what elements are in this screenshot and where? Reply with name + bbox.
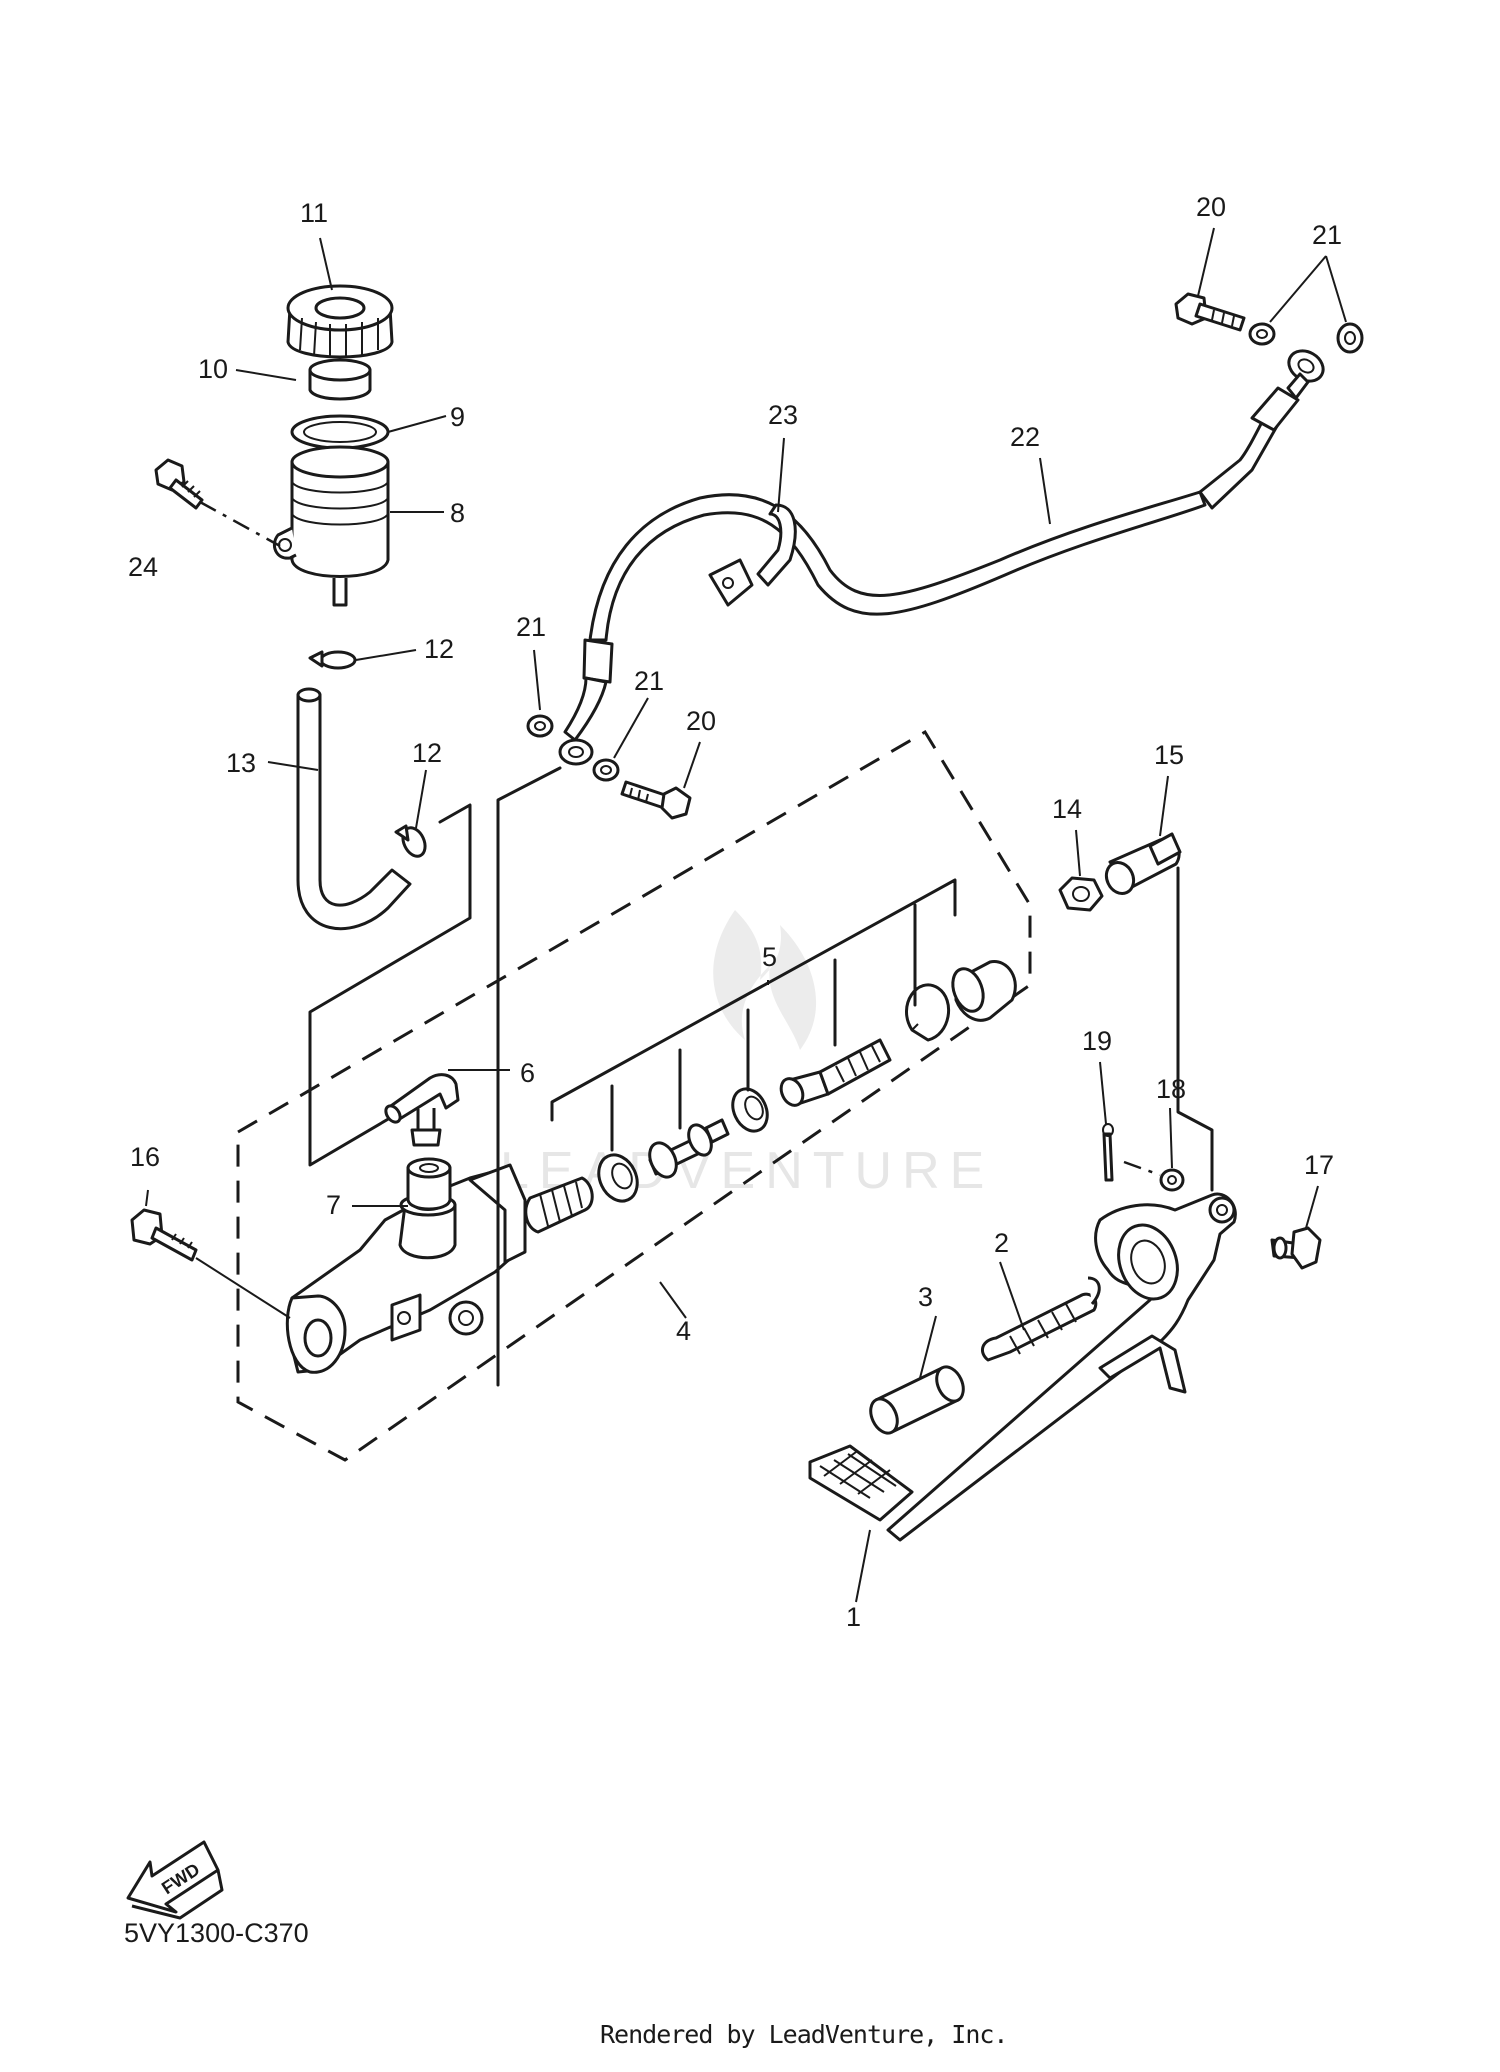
bolt-16 [130,1208,198,1262]
callout-21-mid: 21 [634,666,664,696]
hose-clamp-lower [394,824,427,858]
leader-bolt-16 [195,1257,291,1319]
callout-21-right: 21 [1312,220,1342,250]
callout-16-label: 16 [130,1142,160,1172]
nut-14 [1058,876,1104,912]
callout-20-upper: 20 [1196,192,1226,222]
circlip [905,983,950,1042]
callout-20-lower: 20 [686,706,716,736]
hose-fitting-6 [384,1073,460,1147]
piston [648,1118,730,1179]
leader-bolt-24 [199,500,281,548]
push-rod [779,1038,892,1107]
callout-23: 23 [768,400,798,430]
callout-2: 2 [994,1228,1009,1258]
callout-numbers: 11 10 9 8 24 12 12 13 21 21 20 23 22 20 … [128,192,1342,1632]
leader-banjo-to-cylinder [496,766,562,1387]
callout-24: 24 [128,552,158,582]
brake-hose [558,349,1325,766]
callout-18: 18 [1156,1074,1186,1104]
fwd-arrow-icon: FWD [126,1840,224,1920]
callout-9: 9 [450,402,465,432]
callout-1: 1 [846,1602,861,1632]
reservoir-cap [286,284,394,359]
bolt-17 [1270,1226,1322,1270]
bolt-24 [154,458,204,510]
callout-7: 7 [326,1190,341,1220]
rendered-by-credit: Rendered by LeadVenture, Inc. [600,2020,1008,2049]
banjo-bolt-20-upper [1174,292,1246,332]
callout-12-upper: 12 [424,634,454,664]
kit-bracket-5 [550,878,957,1152]
primary-cup [597,1153,639,1203]
hose-clamp-upper [308,650,357,670]
callout-10: 10 [198,354,228,384]
leader-washer-18 [1123,1160,1161,1177]
callout-15: 15 [1154,740,1184,770]
master-cylinder-body [285,1163,527,1374]
hose-guide-23 [708,503,797,607]
secondary-cup [731,1087,769,1133]
callout-leaders [145,227,1347,1603]
callout-19: 19 [1082,1026,1112,1056]
boot [951,960,1017,1022]
reservoir-diaphragm [308,358,372,401]
spring-2 [980,1276,1101,1362]
assembly-outline [236,729,1032,1462]
collar-3 [869,1365,965,1435]
washer-18 [1159,1168,1185,1192]
washer-21-right-b [1336,322,1364,354]
cotter-pin-19 [1102,1123,1114,1182]
reservoir-hose [296,687,412,931]
callout-5: 5 [762,942,777,972]
reservoir-seal [290,414,390,450]
washer-21-mid [592,758,620,782]
banjo-bolt-20-lower [620,780,692,820]
callout-14: 14 [1052,794,1082,824]
leader-hose-to-cylinder [308,803,472,1167]
washer-21-right-a [1248,322,1276,346]
callout-17: 17 [1304,1150,1334,1180]
callout-6: 6 [520,1058,535,1088]
callout-22: 22 [1010,422,1040,452]
diagram-code: 5VY1300-C370 [124,1918,309,1948]
washer-21-left [526,714,554,738]
callout-8: 8 [450,498,465,528]
callout-11: 11 [300,198,328,228]
callout-13: 13 [226,748,256,778]
callout-12-lower: 12 [412,738,442,768]
callout-4: 4 [676,1316,691,1346]
callout-3: 3 [918,1282,933,1312]
leader-clevis-to-pedal [1176,866,1214,1192]
brake-pedal-1 [808,1192,1237,1542]
grommet-7 [406,1157,452,1211]
clevis-15 [1104,832,1182,896]
reservoir-body [273,445,390,607]
spring [524,1176,594,1234]
callout-21-left: 21 [516,612,546,642]
